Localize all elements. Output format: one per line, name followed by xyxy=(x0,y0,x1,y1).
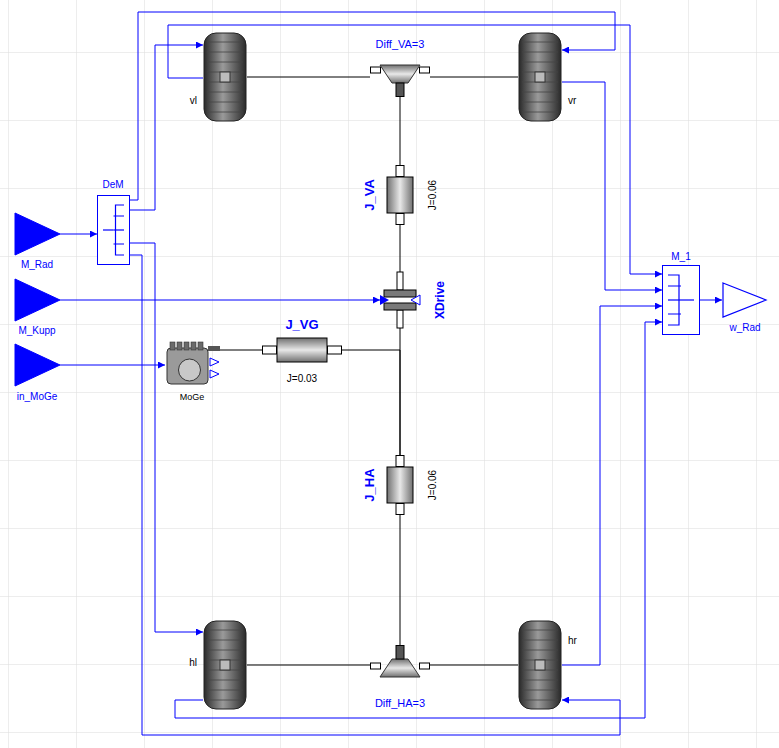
inertia-icon xyxy=(385,455,415,515)
component-name: hl xyxy=(189,657,197,668)
component-name: J_VG xyxy=(285,318,318,332)
wheel: hr xyxy=(518,620,562,710)
signal-wire xyxy=(130,255,620,735)
wheel-icon xyxy=(518,32,562,122)
component-name: MoGe xyxy=(180,393,205,403)
shaft-connection xyxy=(342,350,400,455)
wheel-icon xyxy=(203,620,247,710)
shaft-connection xyxy=(247,77,370,78)
component-name: vr xyxy=(568,95,576,106)
input-connector: M_Kupp xyxy=(15,279,60,321)
signal-wire xyxy=(562,306,662,665)
shaft-connection xyxy=(430,665,518,666)
differential-icon xyxy=(370,645,430,685)
inertia: J_VAJ=0.06 xyxy=(385,165,415,225)
parameter-value: J=0.03 xyxy=(287,373,317,384)
shaft-connection xyxy=(400,97,401,165)
component-name: Diff_HA=3 xyxy=(375,697,425,709)
component-name: M_Rad xyxy=(21,259,53,270)
output-connector-icon xyxy=(722,282,767,318)
signal-wire xyxy=(130,243,203,632)
component-name: w_Rad xyxy=(729,322,760,333)
component-name: hr xyxy=(568,635,577,646)
parameter-value: J=0.06 xyxy=(427,180,438,210)
signal-wire xyxy=(130,45,203,210)
demux-block: DeM xyxy=(97,195,130,265)
signal-wire xyxy=(562,82,662,290)
shaft-connection xyxy=(400,515,401,645)
signal-wire xyxy=(168,25,662,274)
engine-gearbox: MoGe xyxy=(165,340,220,388)
input-connector: M_Rad xyxy=(15,213,60,255)
component-name: XDrive xyxy=(434,281,447,319)
component-name: M_1 xyxy=(671,251,690,262)
shaft-connection xyxy=(247,665,370,666)
output-connector: w_Rad xyxy=(722,282,767,318)
inertia-icon xyxy=(385,165,415,225)
shaft-connection xyxy=(220,350,262,351)
wheel: vr xyxy=(518,32,562,122)
input-connector-icon xyxy=(15,344,60,386)
input-connector: in_MoGe xyxy=(15,344,60,386)
mux-block: M_1 xyxy=(662,265,700,335)
input-connector-icon xyxy=(15,279,60,321)
component-name: J_VA xyxy=(363,179,377,211)
inertia-icon xyxy=(262,337,342,363)
component-name: J_HA xyxy=(363,468,377,501)
signal-wire xyxy=(60,234,97,235)
component-name: M_Kupp xyxy=(18,325,55,336)
signal-wire xyxy=(130,12,615,200)
clutch: XDrive xyxy=(380,272,420,328)
demux-block-icon xyxy=(97,195,130,265)
input-connector-icon xyxy=(15,213,60,255)
inertia: J_HAJ=0.06 xyxy=(385,455,415,515)
signal-wire xyxy=(60,365,165,366)
inertia: J_VGJ=0.03 xyxy=(262,337,342,363)
shaft-connection xyxy=(400,225,401,272)
component-name: vl xyxy=(190,95,197,106)
differential: Diff_VA=3 xyxy=(370,57,430,97)
component-name: in_MoGe xyxy=(17,391,58,402)
clutch-icon xyxy=(380,272,420,328)
wheel-icon xyxy=(518,620,562,710)
differential: Diff_HA=3 xyxy=(370,645,430,685)
wheel-icon xyxy=(203,32,247,122)
wheel: hl xyxy=(203,620,247,710)
parameter-value: J=0.06 xyxy=(427,470,438,500)
signal-wire xyxy=(700,300,722,301)
shaft-connection xyxy=(430,77,518,78)
component-name: DeM xyxy=(102,179,123,190)
signal-wire xyxy=(60,300,380,301)
engine-gearbox-icon xyxy=(165,340,220,388)
wheel: vl xyxy=(203,32,247,122)
component-name: Diff_VA=3 xyxy=(376,38,425,50)
mux-block-icon xyxy=(662,265,700,335)
signal-wire xyxy=(175,322,662,718)
differential-icon xyxy=(370,57,430,97)
